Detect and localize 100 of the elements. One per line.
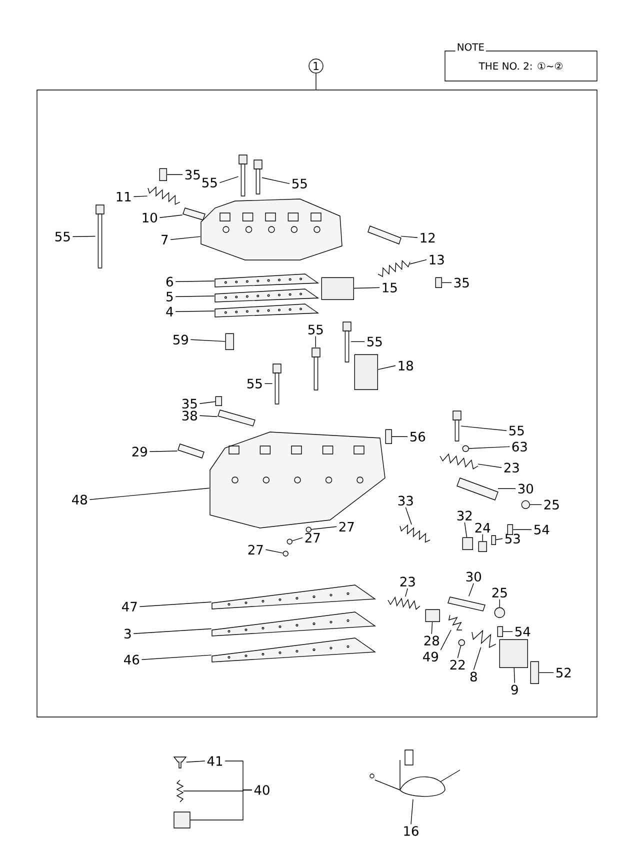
leader-line (442, 282, 452, 283)
valve-rod (178, 444, 204, 458)
leader-line (311, 526, 337, 530)
solenoid (321, 277, 354, 300)
plug (225, 333, 234, 350)
spring (472, 630, 496, 648)
callout-number: 27 (248, 544, 263, 554)
callout-number: 54 (515, 626, 530, 636)
leader-line (496, 538, 503, 540)
leader-line (514, 668, 515, 684)
callout-number: 18 (398, 360, 413, 371)
plug (530, 661, 539, 684)
pin (491, 535, 496, 545)
callout-number: 4 (166, 306, 174, 316)
leader-line (502, 631, 513, 632)
leader-line (292, 537, 303, 542)
leader-line (265, 549, 284, 554)
callout-number: 55 (55, 232, 70, 242)
callout-number: 13 (430, 254, 444, 265)
callout-number: 8 (470, 672, 477, 682)
leader-line (175, 280, 215, 282)
valve-rod (368, 226, 402, 244)
callout-number: 25 (544, 500, 559, 510)
valve-rod (182, 208, 206, 220)
valve-spool (448, 596, 486, 612)
washer (462, 445, 469, 452)
callout-number: 46 (124, 654, 140, 665)
leader-line (410, 259, 427, 264)
plug (494, 607, 505, 618)
plug (478, 541, 487, 552)
leader-line (468, 446, 510, 449)
callout-number: 54 (534, 524, 550, 534)
callout-number: 52 (556, 668, 571, 678)
callout-number: 7 (162, 234, 168, 244)
valve-spool (425, 609, 440, 622)
bolt (96, 204, 104, 268)
leader-line (190, 339, 226, 342)
note-box: NOTE THE NO. 2: ①~② (444, 42, 598, 82)
separator-plate (214, 288, 320, 302)
callout-number: 6 (166, 276, 173, 287)
clip (497, 626, 503, 637)
leader-line (410, 799, 414, 825)
callout-number: 24 (475, 522, 490, 532)
leader-line (378, 365, 396, 370)
callout-number: 27 (305, 532, 320, 542)
callout-number: 12 (420, 232, 435, 242)
leader-line (175, 310, 215, 312)
clip (507, 524, 513, 535)
leader-line (440, 630, 452, 650)
leader-line (538, 672, 554, 673)
callout-number: 33 (398, 496, 413, 506)
callout-number: 5 (166, 292, 173, 302)
callout-number: 32 (457, 510, 472, 521)
valve-spool (456, 478, 498, 500)
leader-line (392, 436, 408, 437)
leader-line (482, 534, 483, 542)
spring (176, 780, 184, 802)
callout-number: 35 (454, 278, 469, 288)
leader-line (159, 214, 183, 218)
clip (159, 168, 167, 181)
spring (378, 260, 410, 278)
callout-number: 55 (308, 324, 323, 334)
leader-line (457, 646, 462, 658)
valve-body (200, 198, 342, 260)
separator-plate (214, 304, 320, 318)
frame-box (36, 90, 598, 718)
sleeve (499, 639, 528, 668)
leader-line (199, 401, 216, 404)
callout-number: 48 (72, 494, 87, 505)
callout-number: 3 (124, 628, 131, 639)
bolt (254, 160, 262, 194)
valve-rod (462, 537, 473, 550)
leader-line (262, 177, 290, 184)
spring (448, 614, 462, 630)
callout-number: 55 (292, 178, 307, 188)
callout-number: 55 (202, 178, 217, 188)
callout-number: 35 (182, 398, 197, 409)
callout-number: 59 (173, 334, 188, 345)
spring (388, 596, 420, 610)
callout-number: 41 (207, 756, 222, 766)
leader-line (530, 504, 542, 505)
bolt (312, 348, 320, 390)
callout-number: 29 (132, 446, 147, 457)
callout-number: 38 (182, 410, 197, 421)
leader-line (468, 583, 474, 597)
spring (148, 186, 180, 205)
clip (215, 396, 222, 406)
callout-number: 55 (367, 336, 382, 346)
wire-harness (370, 750, 460, 797)
leader-line (139, 602, 212, 607)
leader-line (166, 174, 183, 175)
leader-line (190, 790, 252, 820)
leader-line (473, 647, 482, 670)
callout-number: 16 (404, 826, 418, 836)
leader-line (175, 296, 215, 297)
node-label: NOTE (458, 43, 484, 51)
callout-number: 30 (466, 572, 482, 582)
callout-number: 30 (518, 484, 534, 494)
callout-number: 35 (185, 170, 200, 180)
valve-rod (218, 410, 256, 426)
